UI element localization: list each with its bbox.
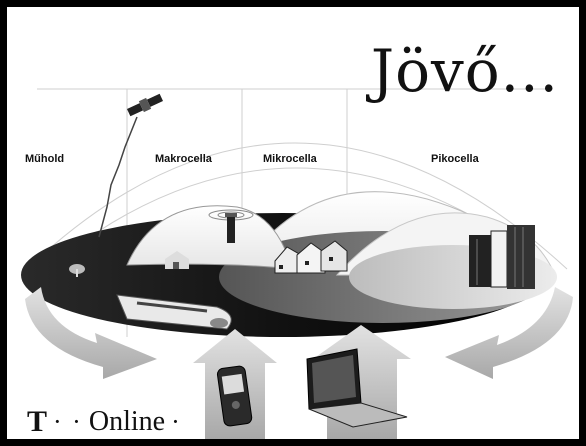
village-icon — [274, 240, 348, 274]
page-title: Jövő... — [370, 37, 559, 105]
logo-name: Online — [88, 406, 166, 437]
train-icon — [116, 294, 232, 330]
satellite-beam — [98, 116, 138, 238]
coverage-illustration — [21, 88, 573, 439]
logo-dots: · · — [53, 407, 83, 436]
skyscraper-icon — [469, 225, 535, 289]
house-icon — [165, 251, 189, 269]
zone-label-satellite: Műhold — [25, 153, 65, 165]
macrocell-dome — [126, 205, 293, 270]
antenna-tower-icon — [208, 209, 254, 243]
logo-t: T — [27, 405, 48, 438]
zone-label-macrocell: Makrocella — [155, 153, 212, 165]
left-arrow — [25, 287, 157, 379]
right-arrow — [445, 287, 573, 379]
poster-frame: Jövő... Műhold Makrocella Mikrocella Pik… — [7, 7, 579, 439]
t-online-logo: T · · Online · — [27, 405, 182, 439]
dish-icon — [69, 264, 85, 277]
zone-label-picocell: Pikocella — [431, 153, 479, 165]
mobile-phone-icon — [216, 365, 253, 427]
zone-label-microcell: Mikrocella — [263, 153, 317, 165]
laptop-icon — [306, 348, 408, 428]
satellite-icon — [126, 93, 164, 117]
logo-trailing-dot: · — [171, 407, 182, 436]
